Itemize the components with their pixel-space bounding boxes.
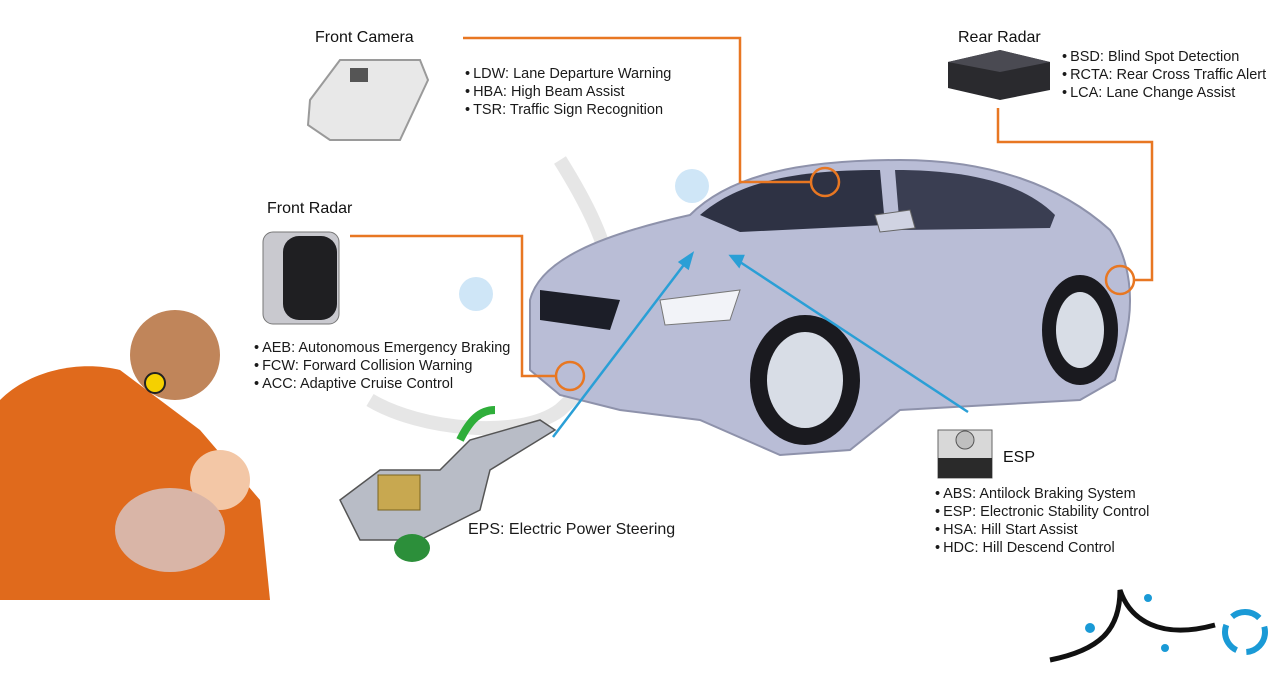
esp-features: ABS: Antilock Braking System ESP: Electr… <box>935 485 1149 557</box>
eps-illustration <box>339 406 557 562</box>
connector-lines <box>350 36 1154 392</box>
front-camera-features: LDW: Lane Departure Warning HBA: High Be… <box>465 65 671 119</box>
feature-item: AEB: Autonomous Emergency Braking <box>254 339 510 357</box>
crash-dummy-illustration <box>0 310 270 600</box>
front-radar-device <box>262 231 340 325</box>
feature-item: ABS: Antilock Braking System <box>935 485 1149 503</box>
front-radar-features: AEB: Autonomous Emergency Braking FCW: F… <box>254 339 510 393</box>
feature-item: BSD: Blind Spot Detection <box>1062 48 1266 66</box>
car-illustration <box>529 158 1131 457</box>
front-radar-title: Front Radar <box>267 200 353 217</box>
rear-radar-title: Rear Radar <box>958 29 1041 46</box>
feature-item: TSR: Traffic Sign Recognition <box>465 101 671 119</box>
connector-arrows <box>552 251 969 438</box>
feature-item: LCA: Lane Change Assist <box>1062 84 1266 102</box>
rear-radar-features: BSD: Blind Spot Detection RCTA: Rear Cro… <box>1062 48 1266 102</box>
front-camera-device <box>306 59 430 141</box>
feature-item: LDW: Lane Departure Warning <box>465 65 671 83</box>
front-camera-title: Front Camera <box>315 29 414 46</box>
feature-item: HDC: Hill Descend Control <box>935 539 1149 557</box>
esp-title: ESP <box>1003 449 1036 466</box>
feature-item: ACC: Adaptive Cruise Control <box>254 375 510 393</box>
rear-radar-device <box>948 50 1050 100</box>
feature-item: RCTA: Rear Cross Traffic Alert <box>1062 66 1266 84</box>
feature-item: FCW: Forward Collision Warning <box>254 357 510 375</box>
feature-item: HBA: High Beam Assist <box>465 83 671 101</box>
feature-item: ESP: Electronic Stability Control <box>935 503 1149 521</box>
feature-item: HSA: Hill Start Assist <box>935 521 1149 539</box>
eps-label: EPS: Electric Power Steering <box>468 521 676 538</box>
brand-logo <box>1049 589 1268 663</box>
esp-unit-device <box>937 429 993 479</box>
